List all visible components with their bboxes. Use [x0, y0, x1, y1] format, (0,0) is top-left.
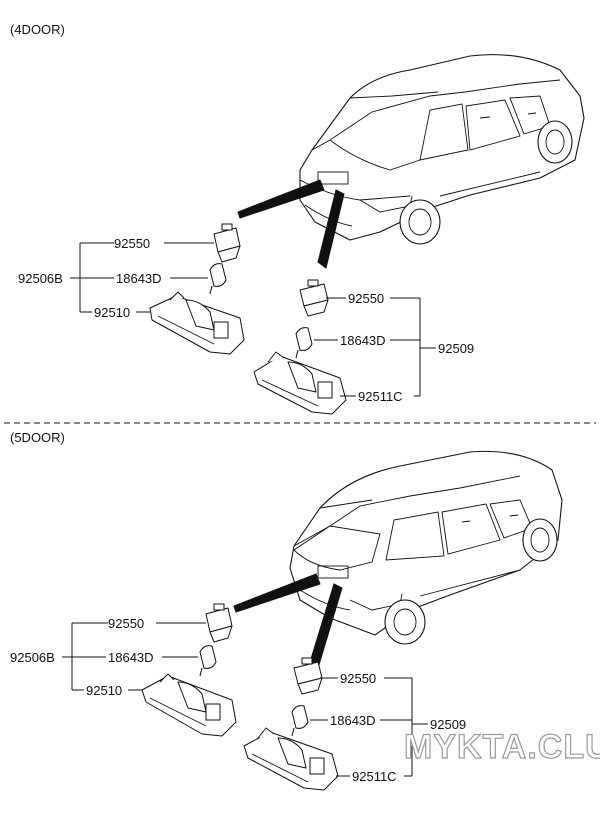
label-left-lamp-5door: 92510 — [86, 683, 122, 698]
sedan-car-icon — [299, 54, 585, 245]
label-right-group-5door: 92509 — [430, 717, 466, 732]
bulb-socket-icon — [213, 223, 241, 263]
label-left-group-4door: 92506B — [18, 271, 63, 286]
label-right-lamp-5door: 92511C — [352, 769, 397, 784]
left-callouts-5door — [62, 622, 206, 691]
license-lamp-housing-icon — [141, 673, 237, 737]
pointer-arrows-4door — [237, 179, 345, 269]
label-left-socket-5door: 92550 — [108, 616, 144, 631]
label-right-bulb-4door: 18643D — [340, 333, 386, 348]
watermark-text: MYKTA.CLUB — [404, 728, 600, 766]
hatchback-car-icon — [289, 450, 563, 645]
label-right-socket-5door: 92550 — [340, 671, 376, 686]
label-right-group-4door: 92509 — [438, 341, 474, 356]
left-parts-4door — [149, 223, 245, 355]
label-left-bulb-5door: 18643D — [108, 650, 154, 665]
right-callouts-5door — [310, 677, 428, 777]
bulb-icon — [209, 263, 227, 295]
label-right-socket-4door: 92550 — [348, 291, 384, 306]
right-parts-5door — [243, 657, 339, 791]
left-parts-5door — [141, 603, 237, 737]
left-callouts-4door — [70, 242, 214, 313]
label-left-lamp-4door: 92510 — [94, 305, 130, 320]
license-lamp-housing-icon — [253, 351, 347, 415]
label-left-bulb-4door: 18643D — [116, 271, 162, 286]
pointer-arrows-5door — [233, 573, 343, 669]
license-lamp-housing-icon — [243, 727, 339, 791]
section-title-5door: (5DOOR) — [10, 430, 65, 445]
bulb-icon — [295, 327, 313, 359]
label-right-bulb-5door: 18643D — [330, 713, 376, 728]
bulb-socket-icon — [299, 279, 329, 317]
label-right-lamp-4door: 92511C — [358, 389, 403, 404]
license-lamp-housing-icon — [149, 291, 245, 355]
bulb-socket-icon — [293, 657, 323, 695]
right-callouts-4door — [314, 297, 436, 397]
section-title-4door: (4DOOR) — [10, 22, 65, 37]
label-left-socket-4door: 92550 — [114, 236, 150, 251]
right-parts-4door — [253, 279, 347, 415]
label-left-group-5door: 92506B — [10, 650, 55, 665]
bulb-socket-icon — [205, 603, 233, 643]
bulb-icon — [199, 645, 217, 677]
bulb-icon — [291, 705, 309, 737]
